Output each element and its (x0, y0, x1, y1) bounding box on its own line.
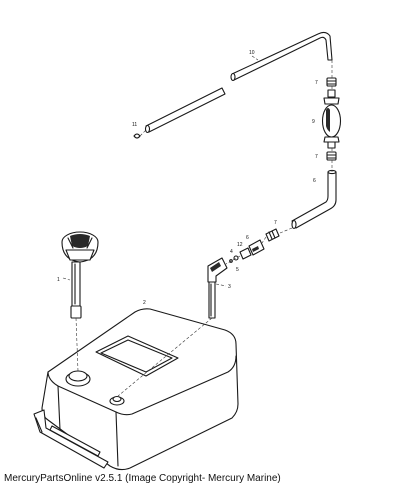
fuel-gauge-pickup[interactable] (61, 231, 99, 319)
fuel-hose-long[interactable] (144, 31, 333, 134)
hose-fitting-lower[interactable] (326, 151, 337, 161)
callout-gauge-pickup: 1 (57, 277, 60, 283)
callout-elbow: 3 (228, 284, 231, 290)
callout-connector-d: 5 (236, 267, 239, 273)
callout-connector-c: 4 (230, 249, 233, 255)
elbow-pickup-tube[interactable] (207, 257, 228, 319)
callout-fitting-connector: 7 (274, 220, 277, 226)
callout-fitting-lower: 7 (315, 154, 318, 160)
fuel-connector-assembly[interactable] (229, 239, 265, 263)
copyright-footer: MercuryPartsOnline v2.5.1 (Image Copyrig… (4, 473, 281, 484)
fuel-tank[interactable] (33, 308, 239, 471)
hose-fitting-upper[interactable] (326, 77, 337, 87)
assembly-guide-lines (75, 60, 333, 397)
callout-connector-b: 12 (237, 242, 243, 248)
callout-primer-bulb: 9 (312, 119, 315, 125)
connector-fitting[interactable] (265, 228, 280, 242)
hose-clamp[interactable] (133, 133, 141, 139)
callout-clamp: 11 (132, 122, 137, 128)
callout-hose-long: 10 (249, 50, 255, 56)
callout-hose-right: 6 (313, 178, 316, 184)
primer-bulb[interactable] (321, 89, 342, 149)
callout-fitting-upper: 7 (315, 80, 318, 86)
callout-connector-a: 6 (246, 235, 249, 241)
callout-tank: 2 (143, 300, 146, 306)
